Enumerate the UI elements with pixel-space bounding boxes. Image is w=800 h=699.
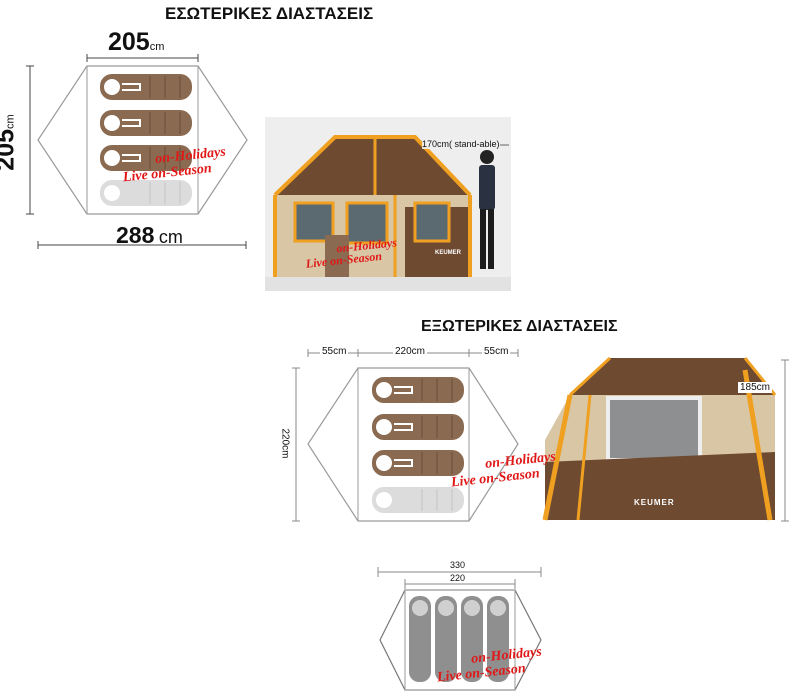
interior-sleeping-bag-4 [100,180,192,206]
standing-height-note: 170cm( stand-able) [422,139,500,149]
interior-plan-diagram [26,54,248,249]
exterior-tent-drawing [542,356,789,522]
bottom-inner-width-label: 220 [448,573,468,583]
exterior-tent-brand: KEUMER [634,498,675,507]
bottom-sleeping-bag-1 [409,596,431,682]
interior-heading: ΕΣΩΤΕΡΙΚΕΣ ΔΙΑΣΤΑΣΕΙΣ [165,4,374,23]
exterior-side-height-label: 220cm [279,426,291,461]
bottom-sleeping-bag-3 [461,596,483,682]
interior-bottom-width-label: 288 cm [116,222,183,248]
interior-sleeping-bag-2 [100,110,192,136]
exterior-sleeping-bag-2 [372,414,464,440]
exterior-right-margin-label: 55cm [482,346,511,357]
standing-photo-brand: KEUMER [435,250,462,256]
exterior-sleeping-bag-4 [372,487,464,513]
interior-top-width-label: 205cm [108,28,165,56]
exterior-sleeping-bag-3 [372,450,464,476]
bottom-outer-width-label: 330 [448,560,468,570]
exterior-sleeping-bag-1 [372,377,464,403]
exterior-tent-height-label: 185cm [738,382,773,393]
bottom-sleeping-bag-4 [487,596,509,682]
tent-standing-photo: 170cm( stand-able) KEUMER on-Holidays Li… [265,117,511,291]
exterior-center-width-label: 220cm [393,346,428,357]
interior-sleeping-bag-1 [100,74,192,100]
interior-sleeping-bag-3 [100,145,192,171]
exterior-heading: ΕΞΩΤΕΡΙΚΕΣ ΔΙΑΣΤΑΣΕΙΣ [421,318,618,335]
bottom-sleeping-bag-2 [435,596,457,682]
exterior-left-margin-label: 55cm [320,346,349,357]
